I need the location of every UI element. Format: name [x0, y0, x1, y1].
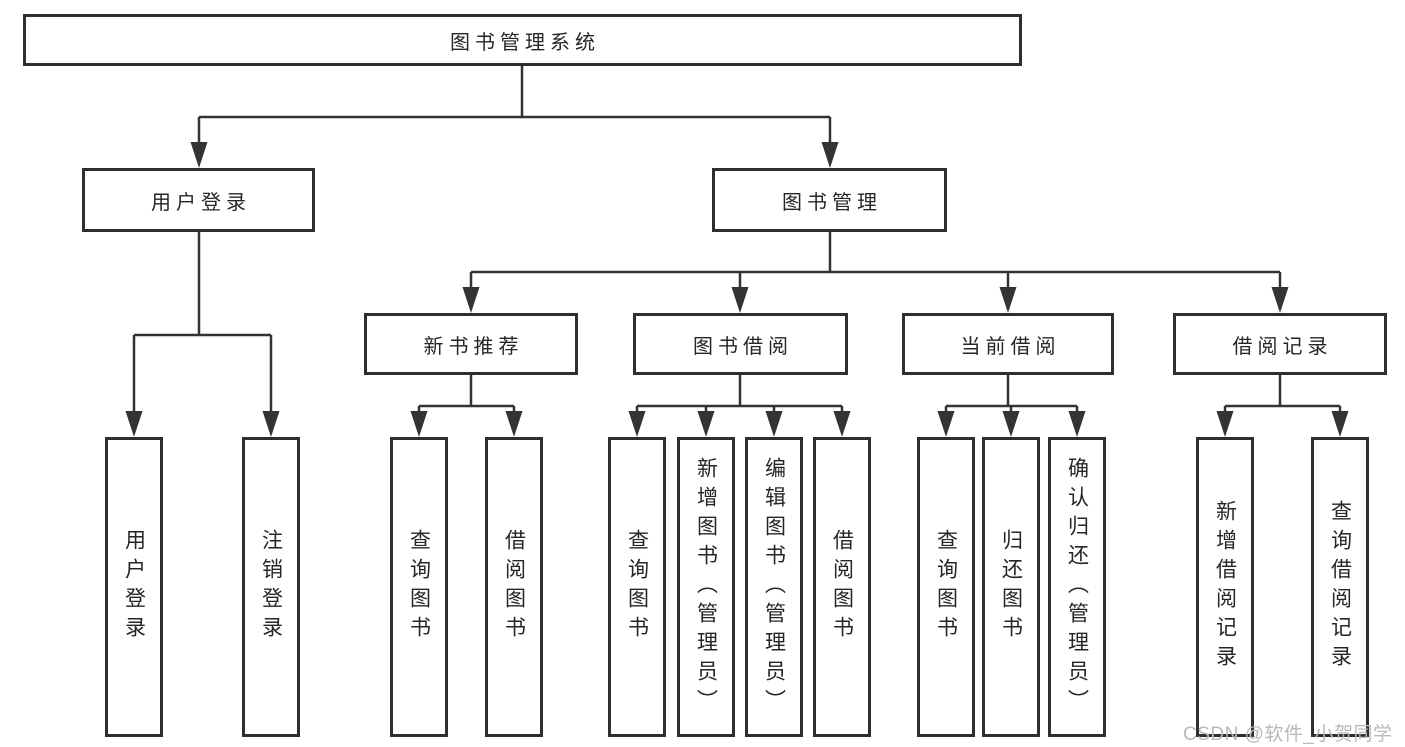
leaf-query-books-borrowing: 查询图书 [608, 437, 666, 737]
node-new-book-recommend-label: 新书推荐 [423, 335, 524, 358]
leaf-add-book-admin-label: 新增图书（管理员） [694, 456, 718, 718]
node-new-book-recommend: 新书推荐 [364, 313, 578, 375]
leaf-return-book: 归还图书 [982, 437, 1040, 737]
node-book-management-label: 图书管理 [782, 191, 882, 214]
leaf-query-books-current: 查询图书 [917, 437, 975, 737]
leaf-query-borrow-record: 查询借阅记录 [1311, 437, 1369, 737]
node-book-management: 图书管理 [712, 168, 947, 232]
leaf-borrow-books-borrowing: 借阅图书 [813, 437, 871, 737]
node-root-label: 图书管理系统 [450, 31, 600, 54]
leaf-user-login: 用户登录 [105, 437, 163, 737]
leaf-confirm-return-admin-label: 确认归还（管理员） [1065, 456, 1089, 718]
node-user-login-label: 用户登录 [151, 191, 251, 214]
leaf-user-login-label: 用户登录 [122, 529, 146, 645]
leaf-add-borrow-record-label: 新增借阅记录 [1213, 500, 1237, 674]
leaf-borrow-books-recommend-label: 借阅图书 [502, 529, 526, 645]
leaf-borrow-books-borrowing-label: 借阅图书 [830, 529, 854, 645]
leaf-confirm-return-admin: 确认归还（管理员） [1048, 437, 1106, 737]
csdn-watermark: CSDN @软件_小贺同学 [1183, 724, 1393, 745]
node-borrowing-records-label: 借阅记录 [1232, 335, 1333, 358]
node-book-borrowing-label: 图书借阅 [693, 335, 793, 358]
leaf-add-book-admin: 新增图书（管理员） [677, 437, 735, 737]
leaf-edit-book-admin: 编辑图书（管理员） [745, 437, 803, 737]
node-current-borrowing: 当前借阅 [902, 313, 1114, 375]
node-user-login: 用户登录 [82, 168, 315, 232]
leaf-logout-label: 注销登录 [259, 529, 283, 645]
leaf-edit-book-admin-label: 编辑图书（管理员） [762, 456, 786, 718]
node-book-borrowing: 图书借阅 [633, 313, 848, 375]
leaf-return-book-label: 归还图书 [999, 529, 1023, 645]
leaf-query-books-recommend: 查询图书 [390, 437, 448, 737]
node-root-library-system: 图书管理系统 [23, 14, 1022, 66]
node-borrowing-records: 借阅记录 [1173, 313, 1387, 375]
leaf-logout: 注销登录 [242, 437, 300, 737]
leaf-query-books-borrowing-label: 查询图书 [625, 529, 649, 645]
leaf-query-books-current-label: 查询图书 [934, 529, 958, 645]
leaf-query-books-recommend-label: 查询图书 [407, 529, 431, 645]
leaf-add-borrow-record: 新增借阅记录 [1196, 437, 1254, 737]
node-current-borrowing-label: 当前借阅 [960, 335, 1061, 358]
leaf-query-borrow-record-label: 查询借阅记录 [1328, 500, 1352, 674]
leaf-borrow-books-recommend: 借阅图书 [485, 437, 543, 737]
